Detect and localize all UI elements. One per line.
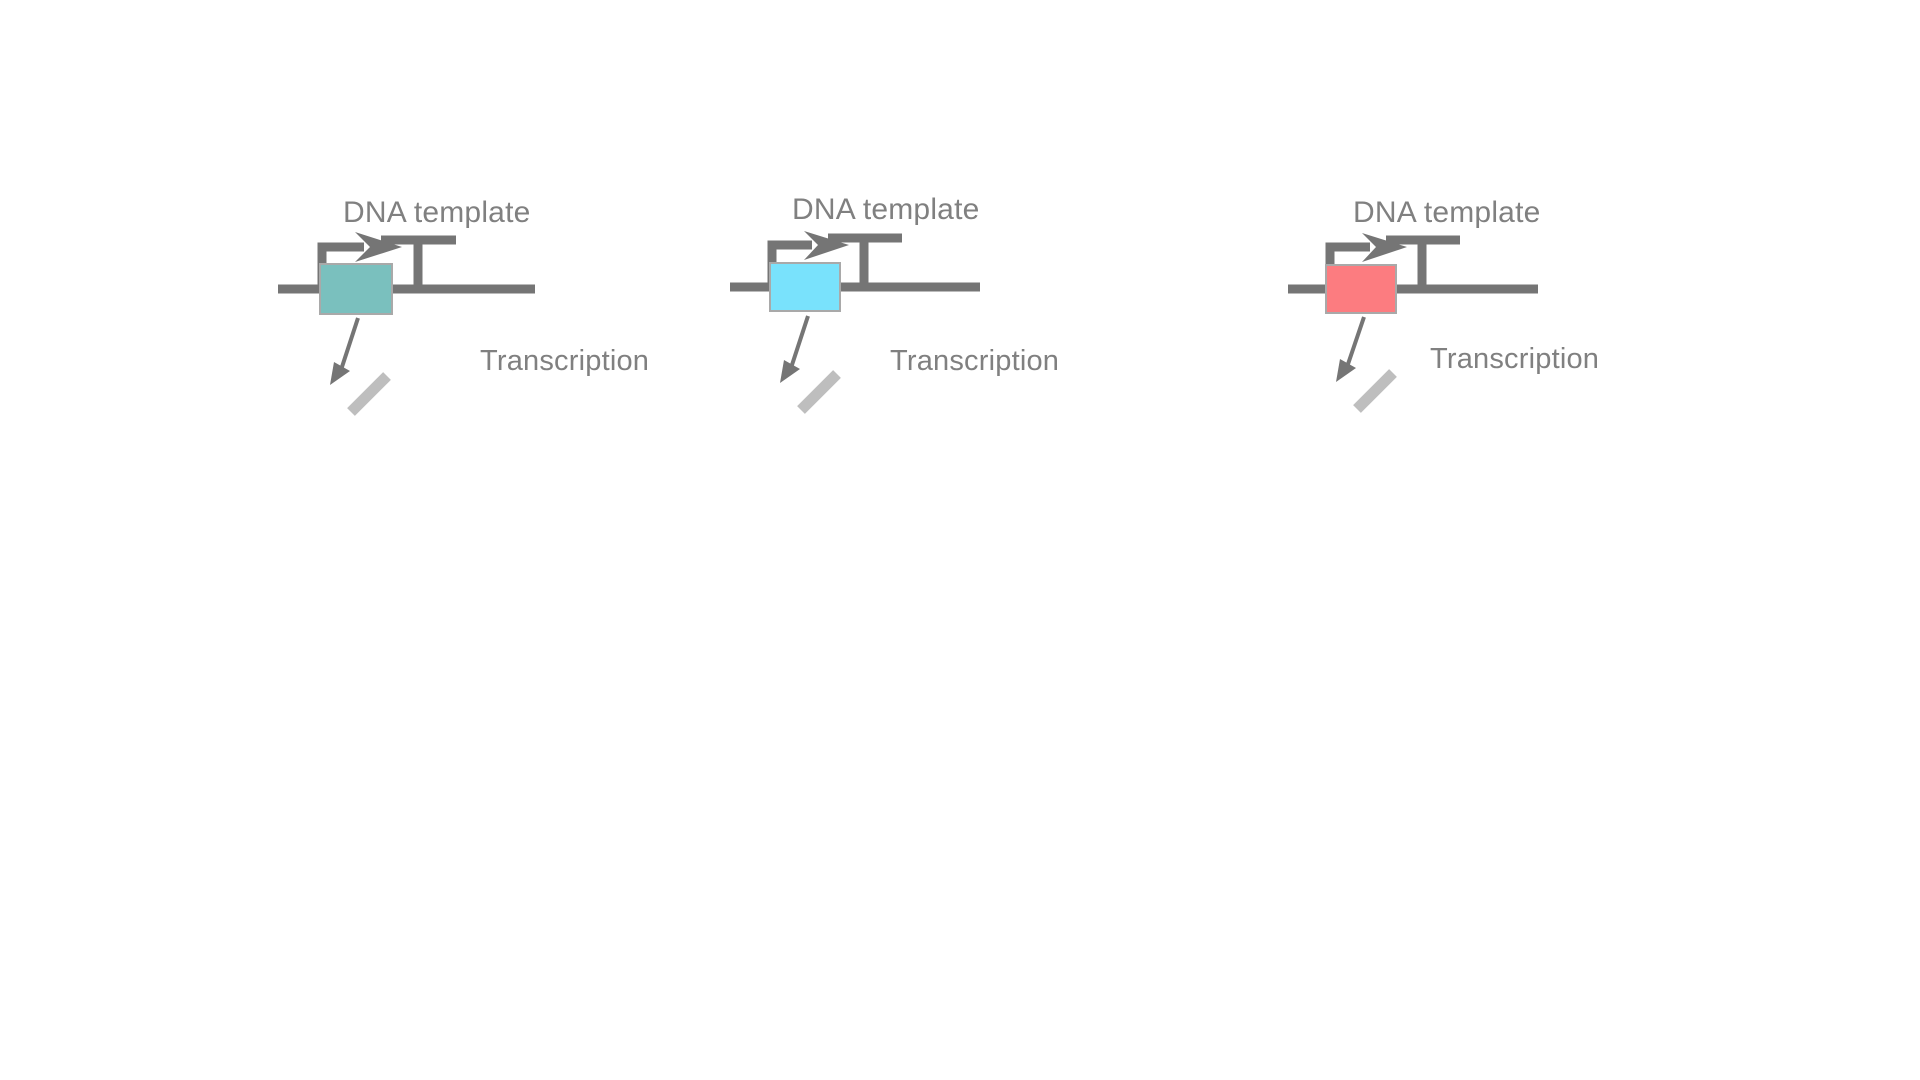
mrna-transcript	[797, 370, 841, 414]
transcription-label: Transcription	[480, 345, 650, 377]
dna-template-label: DNA template	[792, 193, 980, 226]
gene-cassette-cyan	[769, 262, 841, 312]
construct-diagram-3	[1288, 233, 1538, 413]
construct-diagram-2	[730, 231, 980, 414]
transcription-arrow-head	[780, 360, 800, 383]
transcription-arrow-head	[330, 362, 350, 385]
construct-panel-3: DNA template Transcription	[1270, 0, 1790, 460]
promoter-arrow-head	[804, 231, 849, 260]
construct-panel-1: DNA template Transcription	[260, 0, 780, 460]
transcription-arrow-shaft	[788, 315, 810, 372]
transcription-arrow-shaft	[338, 317, 360, 374]
promoter-arrow-head	[355, 232, 402, 262]
mrna-transcript	[347, 372, 391, 416]
construct-panel-2: DNA template Transcription	[712, 0, 1232, 460]
transcription-arrow-head	[1336, 359, 1356, 382]
transcription-arrow-shaft	[1344, 316, 1366, 371]
gene-cassette-salmon	[1325, 264, 1397, 314]
gene-cassette-teal	[319, 263, 393, 315]
mrna-transcript	[1353, 369, 1397, 413]
transcription-label: Transcription	[1430, 343, 1600, 375]
dna-template-label: DNA template	[343, 196, 531, 229]
construct-diagram-1	[278, 232, 535, 416]
transcription-label: Transcription	[890, 345, 1060, 377]
dna-template-label: DNA template	[1353, 196, 1541, 229]
promoter-arrow-head	[1362, 233, 1407, 262]
